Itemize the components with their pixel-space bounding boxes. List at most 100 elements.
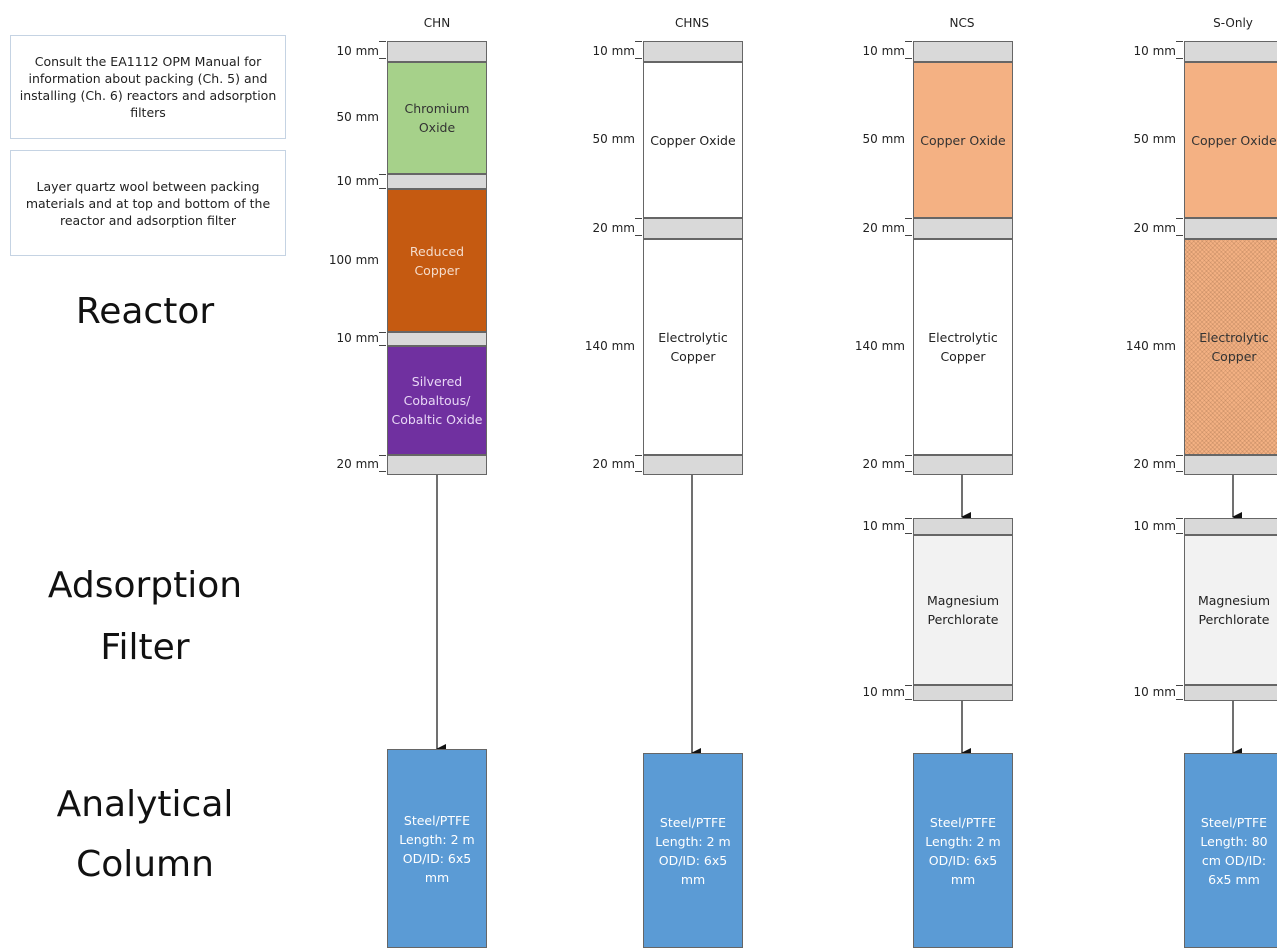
reactor-segment-label: Electrolytic Copper	[928, 330, 998, 364]
analytical-column: Steel/PTFE Length: 80 cm OD/ID: 6x5 mm	[1184, 753, 1277, 948]
reactor-length-tick	[905, 455, 912, 456]
reactor-segment	[1184, 455, 1277, 475]
reactor-segment: Silvered Cobaltous/ Cobaltic Oxide	[387, 346, 487, 455]
reactor-segment: Reduced Copper	[387, 189, 487, 332]
quartz-wool-note: Layer quartz wool between packing materi…	[10, 150, 286, 256]
reactor-segment: Electrolytic Copper	[913, 239, 1013, 455]
filter-length-tick	[905, 532, 912, 534]
filter-segment	[1184, 685, 1277, 701]
filter-length-label: 10 mm	[862, 685, 905, 699]
reactor-segment	[643, 455, 743, 475]
manual-note: Consult the EA1112 OPM Manual for inform…	[10, 35, 286, 139]
reactor-segment	[1184, 218, 1277, 239]
reactor-segment-label: Copper Oxide	[650, 132, 736, 148]
reactor-length-label: 20 mm	[862, 220, 905, 235]
analytical-column-label: Steel/PTFE Length: 80 cm OD/ID: 6x5 mm	[1200, 814, 1268, 887]
reactor-length-label: 10 mm	[1133, 43, 1176, 58]
filter-length-tick	[1176, 699, 1183, 700]
reactor-length-label: 20 mm	[592, 457, 635, 471]
reactor-length-label: 20 mm	[1133, 457, 1176, 471]
reactor-segment	[913, 41, 1013, 62]
reactor-length-label: 140 mm	[854, 339, 905, 353]
reactor-length-tick	[635, 57, 642, 59]
filter-length-label: 10 mm	[862, 518, 905, 533]
reactor-length-label: 50 mm	[1133, 132, 1176, 146]
reactor-length-tick	[905, 471, 912, 472]
reactor-length-label: 140 mm	[584, 339, 635, 353]
reactor-length-label: 140 mm	[1125, 339, 1176, 353]
filter-segment: Magnesium Perchlorate	[1184, 535, 1277, 685]
reactor-length-tick	[379, 332, 386, 333]
column-title-chns: CHNS	[675, 16, 709, 30]
reactor-segment-label: Reduced Copper	[409, 243, 465, 278]
analytical-column: Steel/PTFE Length: 2 m OD/ID: 6x5 mm	[387, 749, 487, 948]
reactor-length-tick	[379, 57, 386, 59]
reactor-length-tick	[379, 41, 386, 42]
reactor-segment-label: Copper Oxide	[920, 132, 1006, 148]
filter-length-tick	[905, 685, 912, 686]
reactor-segment-label: Electrolytic Copper	[1199, 330, 1269, 364]
filter-segment-label: Magnesium Perchlorate	[926, 593, 1000, 627]
reactor-length-tick	[379, 187, 386, 189]
reactor-segment: Chromium Oxide	[387, 62, 487, 174]
reactor-segment-label: Chromium Oxide	[404, 101, 470, 135]
filter-length-label: 10 mm	[1133, 685, 1176, 699]
reactor-length-tick	[1176, 455, 1183, 456]
reactor-length-tick	[379, 174, 386, 175]
analytical-column: Steel/PTFE Length: 2 m OD/ID: 6x5 mm	[643, 753, 743, 948]
reactor-length-label: 10 mm	[592, 43, 635, 58]
reactor-length-label: 50 mm	[862, 132, 905, 146]
reactor-segment: Copper Oxide	[1184, 62, 1277, 218]
reactor-length-tick	[905, 41, 912, 42]
reactor-length-tick	[1176, 57, 1183, 59]
reactor-length-tick	[1176, 234, 1183, 236]
reactor-length-label: 20 mm	[592, 220, 635, 235]
column-title-chn: CHN	[423, 16, 451, 30]
reactor-segment-label: Electrolytic Copper	[658, 330, 728, 364]
row-label-adsorption-filter: Adsorption Filter	[47, 565, 243, 668]
reactor-length-tick	[635, 455, 642, 456]
filter-segment: Magnesium Perchlorate	[913, 535, 1013, 685]
reactor-length-label: 50 mm	[336, 110, 379, 124]
analytical-column-label: Steel/PTFE Length: 2 m OD/ID: 6x5 mm	[399, 812, 475, 885]
reactor-segment	[387, 174, 487, 189]
reactor-length-label: 20 mm	[336, 457, 379, 471]
column-title-s-only: S-Only	[1213, 16, 1253, 30]
reactor-length-tick	[635, 41, 642, 42]
reactor-segment: Copper Oxide	[643, 62, 743, 218]
reactor-segment	[913, 455, 1013, 475]
reactor-length-tick	[1176, 471, 1183, 472]
reactor-length-label: 50 mm	[592, 132, 635, 146]
reactor-length-tick	[635, 234, 642, 236]
reactor-length-label: 10 mm	[336, 331, 379, 345]
manual-note-text: Consult the EA1112 OPM Manual for inform…	[19, 54, 277, 120]
reactor-length-tick	[905, 57, 912, 59]
reactor-segment	[643, 41, 743, 62]
row-label-reactor: Reactor	[75, 291, 215, 332]
reactor-length-tick	[635, 471, 642, 472]
reactor-segment	[1184, 41, 1277, 62]
analytical-column-label: Steel/PTFE Length: 2 m OD/ID: 6x5 mm	[655, 814, 731, 887]
filter-length-tick	[1176, 518, 1183, 519]
reactor-length-label: 10 mm	[336, 43, 379, 58]
reactor-length-tick	[1176, 41, 1183, 42]
filter-segment	[913, 518, 1013, 535]
column-title-ncs: NCS	[949, 16, 975, 30]
filter-length-tick	[1176, 685, 1183, 686]
reactor-segment: Electrolytic Copper	[1184, 239, 1277, 455]
filter-length-tick	[905, 699, 912, 700]
reactor-length-tick	[379, 471, 386, 472]
filter-length-tick	[905, 518, 912, 519]
analytical-column-label: Steel/PTFE Length: 2 m OD/ID: 6x5 mm	[925, 814, 1001, 887]
row-label-analytical-column: Analytical Column	[56, 784, 234, 885]
reactor-segment: Copper Oxide	[913, 62, 1013, 218]
reactor-segment-label: Copper Oxide	[1191, 132, 1277, 148]
reactor-segment	[387, 332, 487, 346]
reactor-segment	[387, 41, 487, 62]
reactor-length-label: 20 mm	[1133, 220, 1176, 235]
quartz-wool-note-text: Layer quartz wool between packing materi…	[25, 178, 271, 228]
filter-length-label: 10 mm	[1133, 518, 1176, 533]
reactor-length-label: 10 mm	[336, 173, 379, 188]
reactor-length-tick	[905, 234, 912, 236]
